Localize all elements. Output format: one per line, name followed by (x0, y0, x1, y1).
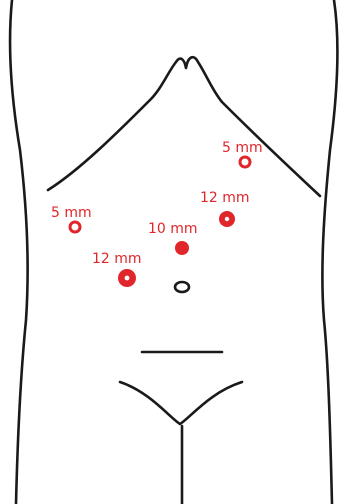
torso-outline (10, 0, 337, 504)
port-label-10mm-center: 10 mm (148, 221, 198, 237)
left-flank-line (10, 0, 28, 504)
port-label-5mm-right-upper: 5 mm (222, 140, 263, 156)
port-marker-10mm-center (175, 241, 189, 255)
port-marker-5mm-right-upper (240, 157, 250, 167)
port-markers: 5 mm 12 mm 10 mm 12 mm 5 mm (51, 140, 263, 287)
port-marker-12mm-right-center (225, 217, 229, 221)
port-label-12mm-right: 12 mm (200, 190, 250, 206)
right-flank-line (322, 0, 337, 504)
navel (175, 282, 189, 292)
port-marker-12mm-left-center (125, 276, 130, 281)
port-label-5mm-left: 5 mm (51, 205, 92, 221)
rib-cage-line (48, 57, 320, 196)
port-label-12mm-left: 12 mm (92, 251, 142, 267)
pelvis-line (120, 382, 242, 424)
port-marker-5mm-left (70, 222, 80, 232)
